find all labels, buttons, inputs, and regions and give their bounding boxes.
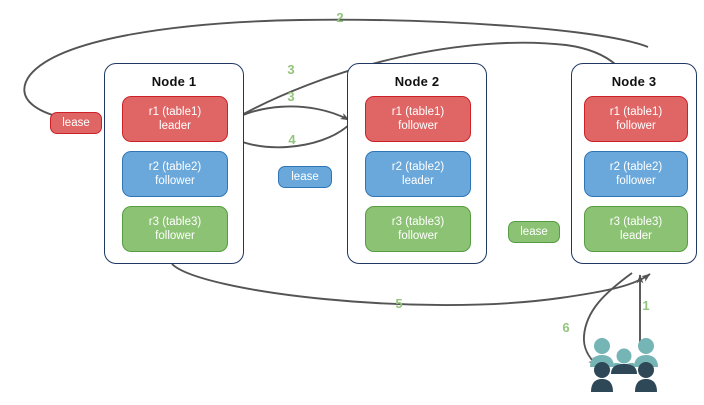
replica-r3[interactable]: r3 (table3) leader — [584, 206, 688, 252]
replica-line-1: r2 (table2) — [148, 161, 202, 173]
lease-badge-r2[interactable]: lease — [278, 166, 332, 188]
lease-badge-r3[interactable]: lease — [508, 221, 560, 243]
replica-line-2: follower — [155, 230, 195, 242]
replica-line-1: r1 (table1) — [609, 106, 663, 118]
replica-line-1: r3 (table3) — [148, 216, 202, 228]
replica-line-1: r2 (table2) — [391, 161, 445, 173]
replica-r3[interactable]: r3 (table3) follower — [365, 206, 471, 252]
step-label-2: 2 — [336, 10, 344, 25]
replica-line-2: follower — [616, 120, 656, 132]
node-title: Node 1 — [151, 74, 197, 89]
node-panel-2: Node 2 r1 (table1) follower r2 (table2) … — [347, 63, 487, 264]
replica-r2[interactable]: r2 (table2) follower — [122, 151, 228, 197]
lease-badge-r1[interactable]: lease — [50, 112, 102, 134]
step-label-3b: 3 — [287, 89, 295, 104]
replica-line-1: r1 (table1) — [391, 106, 445, 118]
replica-line-2: follower — [155, 175, 195, 187]
step-label-4: 4 — [288, 132, 296, 147]
replica-r3[interactable]: r3 (table3) follower — [122, 206, 228, 252]
node-panel-3: Node 3 r1 (table1) follower r2 (table2) … — [571, 63, 697, 264]
replica-line-2: follower — [398, 120, 438, 132]
replica-r1[interactable]: r1 (table1) follower — [584, 96, 688, 142]
replica-line-2: follower — [398, 230, 438, 242]
step-label-3a: 3 — [287, 62, 295, 77]
replica-line-1: r2 (table2) — [609, 161, 663, 173]
node-title: Node 2 — [394, 74, 440, 89]
replica-line-2: leader — [402, 175, 434, 187]
people-group-icon — [590, 338, 658, 392]
replica-line-2: leader — [159, 120, 191, 132]
step-label-1: 1 — [642, 298, 650, 313]
node-title: Node 3 — [611, 74, 657, 89]
replica-r1[interactable]: r1 (table1) leader — [122, 96, 228, 142]
step-label-6: 6 — [562, 320, 570, 335]
replica-r2[interactable]: r2 (table2) leader — [365, 151, 471, 197]
step-label-5: 5 — [395, 296, 403, 311]
arrow-step-5 — [171, 263, 651, 307]
node-panel-1: Node 1 r1 (table1) leader r2 (table2) fo… — [104, 63, 244, 264]
replica-r2[interactable]: r2 (table2) follower — [584, 151, 688, 197]
replica-line-2: follower — [616, 175, 656, 187]
replica-line-1: r3 (table3) — [609, 216, 663, 228]
replica-line-1: r1 (table1) — [148, 106, 202, 118]
replica-line-1: r3 (table3) — [391, 216, 445, 228]
replica-r1[interactable]: r1 (table1) follower — [365, 96, 471, 142]
replica-line-2: leader — [620, 230, 652, 242]
